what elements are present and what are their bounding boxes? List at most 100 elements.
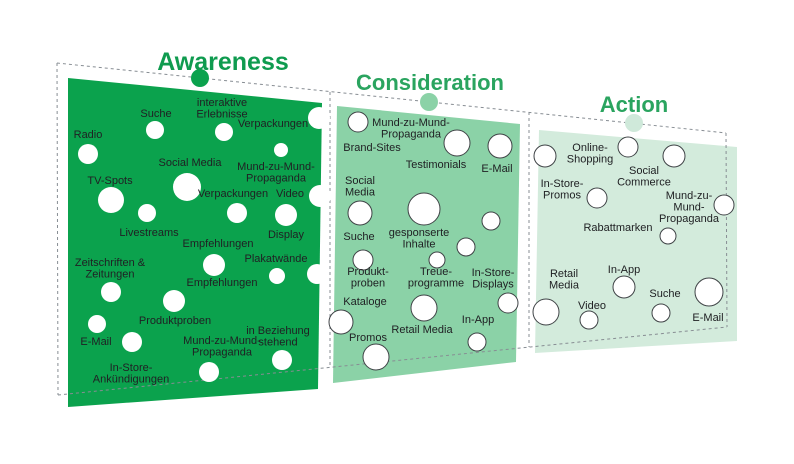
bubble-circle xyxy=(533,144,557,168)
bubble-circle xyxy=(309,185,331,207)
bubble-circle xyxy=(274,143,288,157)
bubble-circle xyxy=(308,107,330,129)
bubble-label: Rabattmarken xyxy=(583,222,652,234)
bubble-label: Social Media xyxy=(159,157,223,169)
bubble-circle xyxy=(713,194,735,216)
bubble-circle xyxy=(352,249,374,271)
bubble-circle xyxy=(410,294,438,322)
bubble-label: TV-Spots xyxy=(87,175,133,187)
bubble-label: In-Store-Ankündigungen xyxy=(93,362,169,386)
bubble-label: Suche xyxy=(343,231,374,243)
bubble-circle xyxy=(612,275,636,299)
bubble-label: Mund-zu-Mund-Propaganda xyxy=(183,335,261,359)
bubble-circle xyxy=(272,350,292,370)
bubble-circle xyxy=(362,343,390,371)
bubble-circle xyxy=(163,290,185,312)
awareness-panel xyxy=(68,78,322,407)
bubble-circle xyxy=(146,121,164,139)
bubble-circle xyxy=(428,251,446,269)
bubble-circle xyxy=(275,204,297,226)
bubble-label: Plakatwände xyxy=(245,253,308,265)
bubble-circle xyxy=(307,264,327,284)
bubble-circle xyxy=(199,362,219,382)
bubble-label: Brand-Sites xyxy=(343,142,401,154)
bubble-label: Video xyxy=(276,188,304,200)
funnel-dashed-frame xyxy=(57,326,728,396)
bubble-label: Empfehlungen xyxy=(187,277,258,289)
bubble-circle xyxy=(651,303,671,323)
bubble-label: Zeitschriften &Zeitungen xyxy=(75,257,146,281)
bubble-label: E-Mail xyxy=(692,312,723,324)
funnel-dashed-frame xyxy=(725,132,728,328)
bubble-label: In-App xyxy=(462,314,494,326)
awareness-title: Awareness xyxy=(157,48,289,76)
bubble-label: In-Store-Displays xyxy=(472,267,515,291)
bubble-circle xyxy=(88,315,106,333)
bubble-label: Verpackungen xyxy=(238,118,308,130)
bubble-circle xyxy=(662,144,686,168)
bubble-circle xyxy=(347,200,373,226)
bubble-label: Empfehlungen xyxy=(183,238,254,250)
bubble-circle xyxy=(98,187,124,213)
bubble-label: Livestreams xyxy=(119,227,179,239)
bubble-circle xyxy=(586,187,608,209)
bubble-circle xyxy=(443,129,471,157)
bubble-label: Kataloge xyxy=(343,296,386,308)
bubble-circle xyxy=(467,332,487,352)
bubble-circle xyxy=(138,204,156,222)
bubble-label: Produktproben xyxy=(139,315,211,327)
bubble-circle xyxy=(122,332,142,352)
consideration-panel xyxy=(333,106,520,383)
bubble-circle xyxy=(694,277,724,307)
bubble-label: Radio xyxy=(74,129,103,141)
bubble-circle xyxy=(347,111,369,133)
bubble-circle xyxy=(659,227,677,245)
bubble-circle xyxy=(227,203,247,223)
action-panel xyxy=(535,130,737,353)
bubble-circle xyxy=(456,237,476,257)
consideration-bubbles: Mund-zu-Mund-PropagandaBrand-SitesTestim… xyxy=(328,111,519,371)
bubble-circle xyxy=(215,123,233,141)
bubble-circle xyxy=(532,298,560,326)
bubble-label: Suche xyxy=(649,288,680,300)
bubble-label: Video xyxy=(578,300,606,312)
funnel-dashed-frame xyxy=(56,62,727,134)
bubble-label: Display xyxy=(268,229,305,241)
bubble-label: In-Store-Promos xyxy=(541,178,584,202)
bubble-circle xyxy=(487,133,513,159)
consideration-title: Consideration xyxy=(356,70,504,95)
funnel-dashed-frame xyxy=(56,62,59,396)
action-title: Action xyxy=(600,92,668,117)
bubble-label: Testimonials xyxy=(406,159,467,171)
bubble-label: Promos xyxy=(349,332,387,344)
awareness-stage-dot xyxy=(191,69,209,87)
bubble-label: In-App xyxy=(608,264,640,276)
bubble-circle xyxy=(328,309,354,335)
bubble-label: Verpackungen xyxy=(198,188,268,200)
bubble-circle xyxy=(78,144,98,164)
bubble-circle xyxy=(579,310,599,330)
consideration-stage-dot xyxy=(420,93,438,111)
bubble-circle xyxy=(497,292,519,314)
bubble-circle xyxy=(407,192,441,226)
bubble-label: Retail Media xyxy=(391,324,453,336)
bubble-label: E-Mail xyxy=(481,163,512,175)
bubble-label: Mund-zu-Mund-Propaganda xyxy=(659,190,720,225)
bubble-label: Suche xyxy=(140,108,171,120)
bubble-circle xyxy=(617,136,639,158)
bubble-label: Treue-programme xyxy=(408,266,464,290)
bubble-circle xyxy=(203,254,225,276)
bubble-circle xyxy=(101,282,121,302)
bubble-label: E-Mail xyxy=(80,336,111,348)
bubble-circle xyxy=(481,211,501,231)
